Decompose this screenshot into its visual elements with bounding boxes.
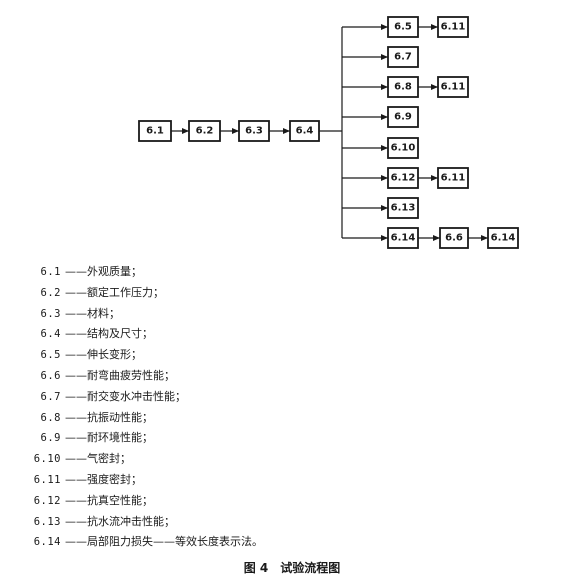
- legend-code: 6.1: [40, 266, 61, 278]
- legend-desc: ——抗水流冲击性能；: [65, 514, 175, 528]
- legend-desc: ——气密封；: [65, 452, 131, 466]
- node-6-12-box: [387, 167, 419, 189]
- node-6-10-label: 6.10: [391, 143, 416, 154]
- legend-item: 6.3 ——材料；: [18, 304, 418, 325]
- legend-code: 6.9: [40, 432, 61, 445]
- legend-item: 6.13 ——抗水流冲击性能；: [18, 512, 418, 533]
- node-6-11c-box: [437, 167, 469, 189]
- legend-item: 6.4 ——结构及尺寸；: [18, 324, 418, 345]
- legend-code: 6.6: [40, 369, 61, 382]
- legend-code: 6.4: [40, 328, 61, 341]
- legend-desc: ——耐环境性能；: [65, 431, 153, 445]
- node-6-13-label: 6.13: [391, 203, 416, 214]
- node-6-1-box: [138, 120, 172, 142]
- legend-desc: ——强度密封；: [65, 472, 142, 486]
- figure-title: 试验流程图: [280, 561, 341, 575]
- legend-desc: ——伸长变形；: [65, 348, 142, 362]
- node-6-8-box: [387, 76, 419, 98]
- node-6-2-box: [188, 120, 221, 142]
- legend-item: 6.10 ——气密封；: [18, 449, 418, 470]
- legend-code: 6.14: [33, 536, 61, 549]
- node-6-8-label: 6.8: [394, 82, 412, 93]
- legend-code: 6.2: [40, 286, 61, 299]
- legend-item: 6.2 ——额定工作压力；: [18, 283, 418, 304]
- legend-code: 6.11: [33, 473, 61, 486]
- node-6-7-label: 6.7: [394, 52, 412, 63]
- legend-code: 6.5: [40, 349, 61, 362]
- node-6-9-label: 6.9: [394, 112, 412, 123]
- flowchart: 6.1 6.2 6.3 6.4 6.5 6.11 6.7 6.8 6.11 6.…: [138, 16, 519, 249]
- node-6-5-label: 6.5: [394, 22, 412, 33]
- node-6-14b-label: 6.14: [491, 233, 516, 244]
- node-6-13-box: [387, 197, 419, 219]
- node-6-11b-box: [437, 76, 469, 98]
- legend-item: 6.9 ——耐环境性能；: [18, 428, 418, 449]
- legend-code: 6.7: [40, 390, 61, 403]
- legend-code: 6.10: [33, 453, 61, 466]
- node-6-4-box: [289, 120, 320, 142]
- legend-desc: ——结构及尺寸；: [65, 327, 153, 341]
- node-6-1-label: 6.1: [146, 126, 164, 137]
- node-6-14b-box: [487, 227, 519, 249]
- node-6-14-label: 6.14: [391, 233, 416, 244]
- node-6-5-box: [387, 16, 419, 38]
- node-6-14-box: [387, 227, 419, 249]
- node-6-6-label: 6.6: [445, 233, 463, 244]
- legend: 6.1 ——外观质量； 6.2 ——额定工作压力； 6.3 ——材料； 6.4 ——结构…: [18, 262, 418, 553]
- legend-desc: ——耐交变水冲击性能；: [65, 389, 186, 403]
- node-6-4-label: 6.4: [296, 126, 314, 137]
- legend-item: 6.12 ——抗真空性能；: [18, 491, 418, 512]
- legend-item: 6.11 ——强度密封；: [18, 470, 418, 491]
- legend-item: 6.14 ——局部阻力损失——等效长度表示法。: [18, 532, 418, 553]
- legend-code: 6.13: [33, 515, 61, 528]
- node-6-11b-label: 6.11: [441, 82, 466, 93]
- node-6-7-box: [387, 46, 419, 68]
- legend-desc: ——抗真空性能；: [65, 493, 153, 507]
- legend-item: 6.8 ——抗振动性能；: [18, 408, 418, 429]
- legend-desc: ——额定工作压力；: [65, 285, 164, 299]
- legend-desc: ——耐弯曲疲劳性能；: [65, 368, 175, 382]
- node-6-11a-box: [437, 16, 469, 38]
- legend-item: 6.7 ——耐交变水冲击性能；: [18, 387, 418, 408]
- legend-desc: ——局部阻力损失——等效长度表示法。: [65, 535, 263, 549]
- node-6-6-box: [439, 227, 469, 249]
- legend-code: 6.12: [33, 494, 61, 507]
- legend-item: 6.6 ——耐弯曲疲劳性能；: [18, 366, 418, 387]
- node-6-12-label: 6.12: [391, 173, 416, 184]
- legend-item: 6.1 ——外观质量；: [18, 262, 418, 283]
- node-6-3-label: 6.3: [245, 126, 263, 137]
- node-6-3-box: [238, 120, 270, 142]
- figure-number: 图 4: [243, 561, 269, 575]
- legend-desc: ——外观质量；: [65, 265, 142, 278]
- node-6-10-box: [387, 137, 419, 159]
- figure-caption: 图 4 试验流程图: [0, 559, 584, 576]
- legend-code: 6.8: [40, 411, 61, 424]
- node-6-11a-label: 6.11: [441, 22, 466, 33]
- legend-item: 6.5 ——伸长变形；: [18, 345, 418, 366]
- node-6-9-box: [387, 106, 419, 128]
- legend-desc: ——材料；: [65, 306, 120, 320]
- node-6-2-label: 6.2: [196, 126, 214, 137]
- legend-code: 6.3: [40, 307, 61, 320]
- legend-desc: ——抗振动性能；: [65, 410, 153, 424]
- node-6-11c-label: 6.11: [441, 173, 466, 184]
